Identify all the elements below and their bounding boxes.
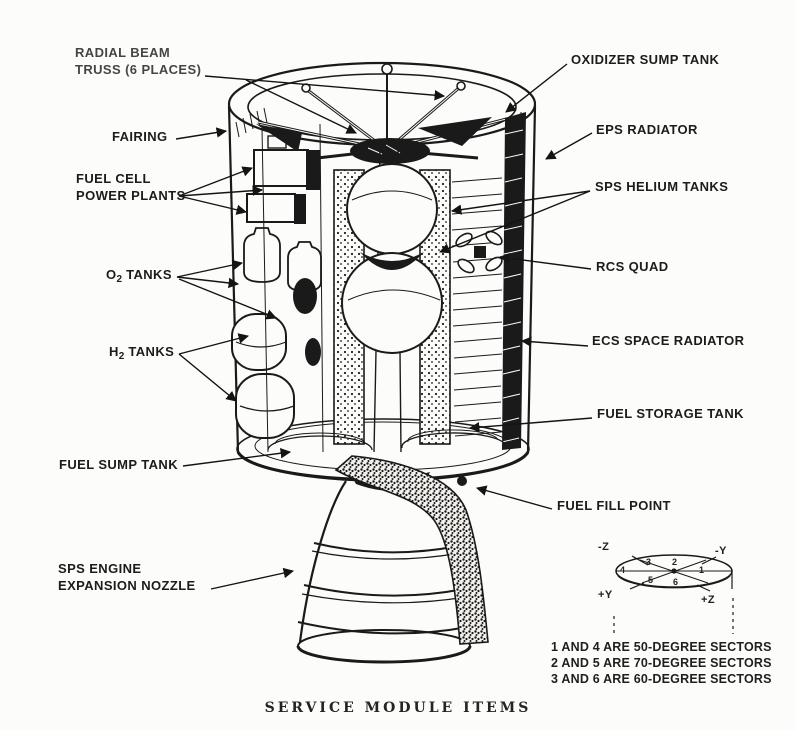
sector-number-3: 3 — [646, 557, 652, 567]
sector-note-line: 3 AND 6 ARE 60-DEGREE SECTORS — [551, 672, 772, 686]
axis-label-plus-z: +Z — [701, 594, 716, 606]
sector-degree-notes: 1 AND 4 ARE 50-DEGREE SECTORS 2 AND 5 AR… — [551, 639, 772, 687]
callout-radial-beam-truss: RADIAL BEAM TRUSS (6 PLACES) — [75, 44, 201, 78]
callout-text: FUEL CELL — [76, 171, 151, 186]
callout-text: TRUSS (6 PLACES) — [75, 62, 202, 77]
callout-text: H — [109, 344, 119, 359]
callout-fuel-sump-tank: FUEL SUMP TANK — [59, 456, 178, 473]
callout-text: ECS SPACE RADIATOR — [592, 333, 745, 348]
sector-number-2: 2 — [672, 557, 678, 567]
sector-number-4: 4 — [620, 565, 626, 575]
callout-text: TANKS — [122, 267, 172, 282]
callout-text: RADIAL BEAM — [75, 45, 171, 60]
callout-sps-engine-expansion-nozzle: SPS ENGINE EXPANSION NOZZLE — [58, 560, 196, 594]
callout-ecs-space-radiator: ECS SPACE RADIATOR — [592, 332, 744, 349]
callout-text: OXIDIZER SUMP TANK — [571, 52, 720, 67]
callout-h2-tanks: H2 TANKS — [109, 343, 174, 365]
callout-text: EPS RADIATOR — [596, 122, 698, 137]
axis-label-minus-z: -Z — [598, 541, 610, 553]
callout-text: SPS HELIUM TANKS — [595, 179, 729, 194]
callout-text: SPS ENGINE — [58, 561, 142, 576]
callout-text: O — [106, 267, 117, 282]
callout-text: RCS QUAD — [596, 259, 669, 274]
subscript-text: 2 — [116, 274, 123, 285]
subscript-text: 2 — [118, 351, 125, 362]
callout-text: FAIRING — [112, 129, 168, 144]
service-module-body — [227, 61, 537, 664]
callout-rcs-quad: RCS QUAD — [596, 258, 669, 275]
callout-text: TANKS — [124, 344, 175, 359]
callout-fuel-storage-tank: FUEL STORAGE TANK — [597, 405, 744, 422]
sector-note-line: 1 AND 4 ARE 50-DEGREE SECTORS — [551, 640, 772, 654]
callout-o2-tanks: O2 TANKS — [106, 266, 172, 288]
callout-oxidizer-sump-tank: OXIDIZER SUMP TANK — [571, 51, 719, 68]
axis-label-plus-y: +Y — [598, 589, 613, 601]
leader-lines — [175, 63, 593, 590]
sector-number-6: 6 — [673, 577, 679, 587]
callout-fairing: FAIRING — [112, 128, 168, 145]
callout-text: FUEL SUMP TANK — [59, 457, 178, 472]
callout-fuel-cell-power-plants: FUEL CELL POWER PLANTS — [76, 170, 186, 204]
rcs-quad-shape — [455, 230, 503, 274]
callout-text: POWER PLANTS — [76, 188, 186, 203]
sector-number-1: 1 — [699, 565, 705, 575]
fuel-fill-point-knob — [457, 476, 467, 486]
callout-eps-radiator: EPS RADIATOR — [596, 121, 698, 138]
callout-text: FUEL STORAGE TANK — [597, 406, 744, 421]
callout-fuel-fill-point: FUEL FILL POINT — [557, 497, 671, 514]
sector-number-5: 5 — [648, 575, 654, 585]
sector-note-line: 2 AND 5 ARE 70-DEGREE SECTORS — [551, 656, 772, 670]
sector-key-diagram — [613, 554, 734, 634]
axis-label-minus-y: -Y — [715, 545, 727, 557]
callout-text: FUEL FILL POINT — [557, 498, 671, 513]
figure-caption: SERVICE MODULE ITEMS — [264, 700, 532, 716]
callout-text: EXPANSION NOZZLE — [58, 578, 196, 593]
callout-sps-helium-tanks: SPS HELIUM TANKS — [595, 178, 728, 195]
